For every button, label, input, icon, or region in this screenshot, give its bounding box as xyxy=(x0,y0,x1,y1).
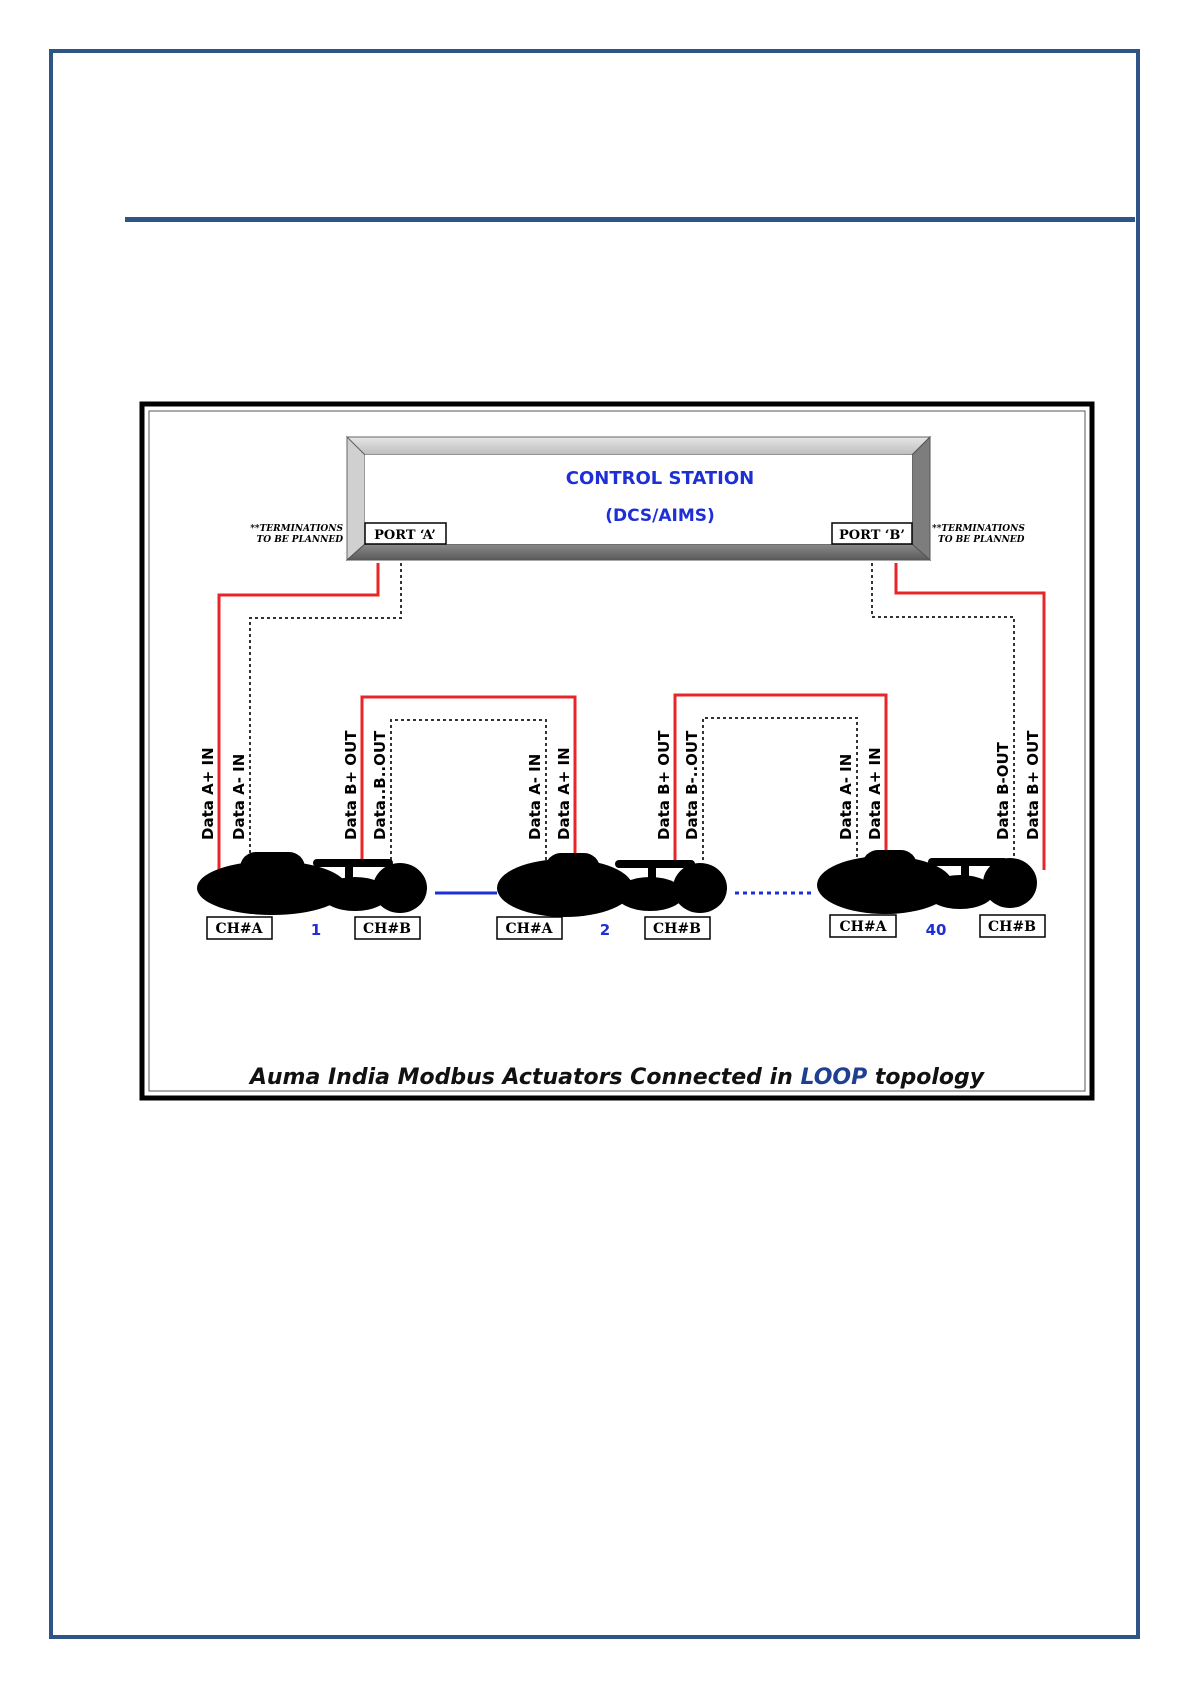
caption-text-after: topology xyxy=(867,1065,986,1090)
wire-label-b2-minus: Data B-..OUT xyxy=(683,730,701,840)
wire-label-a3-minus: Data A- IN xyxy=(837,754,855,840)
ch-b-box-40 xyxy=(979,914,1046,938)
wire-label-a1-minus: Data A- IN xyxy=(230,754,248,840)
wire-b1-plus-to-a2-plus xyxy=(360,695,577,860)
control-station-title: CONTROL STATION xyxy=(566,468,754,489)
actuator-2-labels: CH#A 2 CH#B xyxy=(496,916,711,940)
ch-a-label-40: CH#A xyxy=(840,919,888,935)
ch-a-box-2 xyxy=(496,916,563,940)
actuator-40-labels: CH#A 40 CH#B xyxy=(829,914,1046,939)
ch-b-box-1 xyxy=(354,916,421,940)
ch-b-label-40: CH#B xyxy=(988,919,1036,935)
diagram-frame xyxy=(139,401,1095,1101)
ch-a-box-40 xyxy=(829,914,897,938)
actuator-40 xyxy=(817,850,1037,914)
diagram-inner-frame xyxy=(148,410,1086,1092)
header-rule xyxy=(125,217,1135,222)
wire-label-b1-plus: Data B+ OUT xyxy=(342,730,360,840)
wire-b1-minus-to-a2-minus xyxy=(390,719,547,860)
termination-note-right-1: **TERMINATIONS xyxy=(932,524,1025,534)
termination-note-left-1: **TERMINATIONS xyxy=(250,524,343,534)
port-a-label: PORT ‘A’ xyxy=(374,528,436,543)
port-a-box xyxy=(364,522,447,545)
caption-highlight: LOOP xyxy=(800,1065,867,1090)
wire-label-a2-plus: Data A+ IN xyxy=(555,747,573,840)
port-b-box xyxy=(831,522,913,545)
actuator-2 xyxy=(497,853,727,917)
wire-label-b2-plus: Data B+ OUT xyxy=(655,730,673,840)
wire-label-b3-plus: Data B+ OUT xyxy=(1024,730,1042,840)
wire-label-a2-minus: Data A- IN xyxy=(526,754,544,840)
page-border xyxy=(49,49,1140,1639)
ch-b-box-2 xyxy=(644,916,711,940)
termination-note-right-2: TO BE PLANNED xyxy=(938,535,1025,545)
wire-port-b-plus xyxy=(894,563,1046,870)
actuator-number-1: 1 xyxy=(311,921,321,939)
wire-port-b-minus xyxy=(871,563,1015,870)
actuator-1-labels: CH#A 1 CH#B xyxy=(206,916,421,940)
wire-label-a3-plus: Data A+ IN xyxy=(866,747,884,840)
wire-b2-plus-to-a3-plus xyxy=(673,693,888,860)
port-b-label: PORT ‘B’ xyxy=(839,528,905,543)
caption-text-before: Auma India Modbus Actuators Connected in xyxy=(248,1065,801,1090)
control-station-box xyxy=(345,435,932,562)
ch-b-label-2: CH#B xyxy=(653,921,701,937)
actuator-number-2: 2 xyxy=(600,921,610,939)
termination-note-left-2: TO BE PLANNED xyxy=(257,535,344,545)
control-station-subtitle: (DCS/AIMS) xyxy=(605,506,715,526)
actuator-1 xyxy=(197,852,427,915)
ch-a-box-1 xyxy=(206,916,273,940)
wire-port-a-plus xyxy=(217,563,380,870)
wire-label-b3-minus: Data B-OUT xyxy=(994,741,1012,840)
ch-b-label-1: CH#B xyxy=(363,921,411,937)
ch-a-label-1: CH#A xyxy=(216,921,264,937)
wire-label-b1-minus: Data..B..OUT xyxy=(371,730,389,840)
wire-port-a-minus xyxy=(249,563,402,870)
actuator-number-40: 40 xyxy=(926,921,947,939)
wire-b2-minus-to-a3-minus xyxy=(702,717,858,860)
wire-label-a1-plus: Data A+ IN xyxy=(199,747,217,840)
ch-a-label-2: CH#A xyxy=(506,921,554,937)
diagram-caption: Auma India Modbus Actuators Connected in… xyxy=(248,1065,986,1090)
